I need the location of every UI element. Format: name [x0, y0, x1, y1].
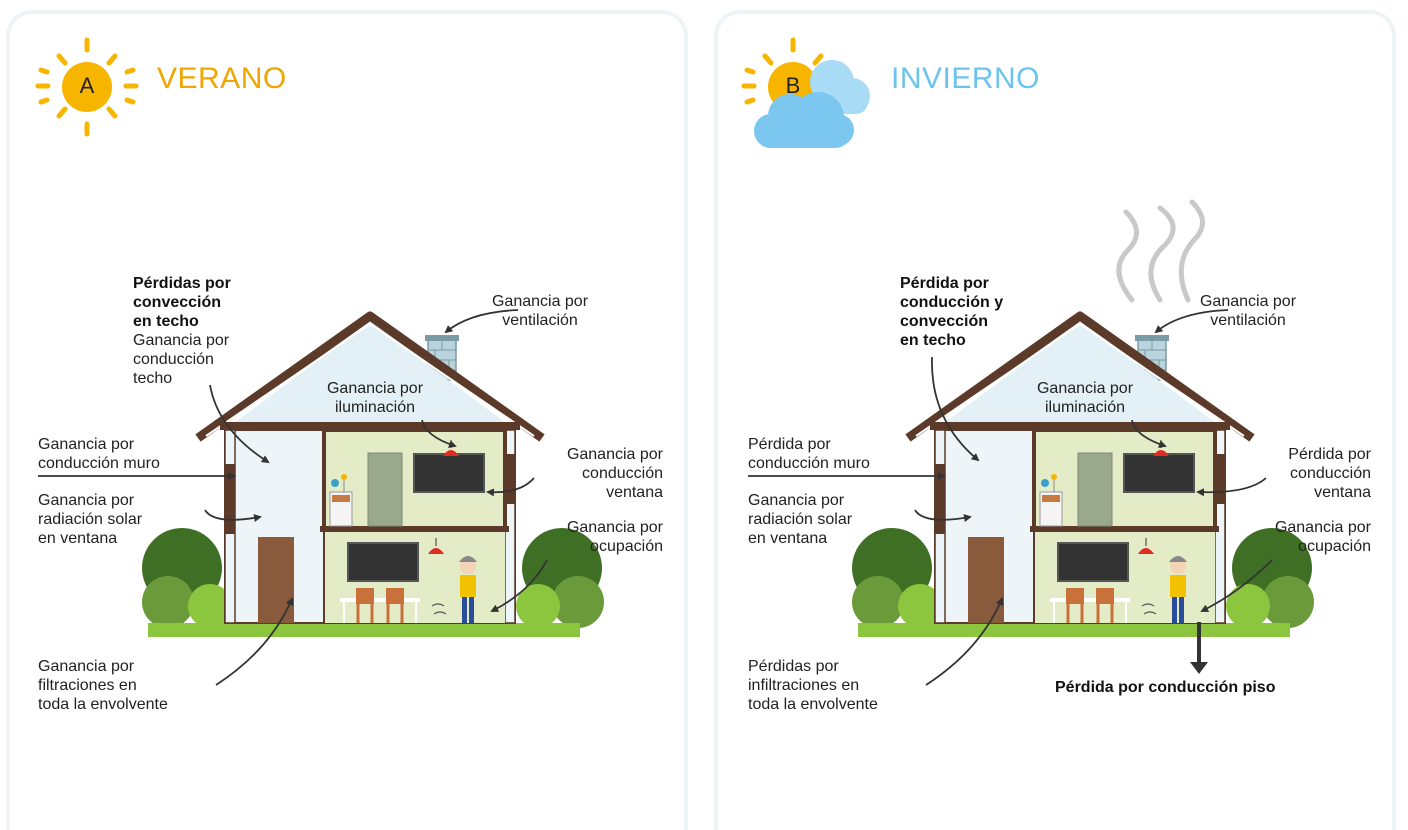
summer-window-conduction-label: Ganancia por conducción ventana [566, 446, 663, 501]
summer-roof-convection-label: Pérdidas por convección en techo [133, 275, 231, 330]
summer-sun-icon [35, 37, 139, 137]
winter-ventilation-label: Ganancia por ventilación [1199, 293, 1297, 329]
summer-infiltration-label: Ganancia por filtraciones en toda la env… [38, 658, 168, 713]
badge-a: A [79, 73, 95, 98]
winter-title: INVIERNO [891, 62, 1041, 95]
winter-sun-cloud-icon [741, 37, 870, 148]
summer-title: VERANO [157, 62, 287, 95]
winter-roof-label: Pérdida por conducción y convección en t… [900, 275, 1004, 349]
summer-ventilation-label: Ganancia por ventilación [491, 293, 589, 329]
summer-lighting-label: Ganancia por iluminación [326, 380, 424, 416]
summer-solar-label: Ganancia por radiación solar en ventana [38, 492, 143, 547]
winter-infiltration-label: Pérdidas por infiltraciones en toda la e… [748, 658, 878, 713]
winter-floor-label: Pérdida por conducción piso [1055, 679, 1276, 696]
summer-roof-conduction-label: Ganancia por conducción techo [133, 332, 230, 387]
summer-occupancy-label: Ganancia por ocupación [566, 519, 663, 555]
badge-b: B [785, 73, 801, 98]
winter-solar-label: Ganancia por radiación solar en ventana [748, 492, 853, 547]
winter-lighting-label: Ganancia por iluminación [1036, 380, 1134, 416]
winter-occupancy-label: Ganancia por ocupación [1274, 519, 1371, 555]
winter-window-conduction-label: Pérdida por conducción ventana [1288, 446, 1371, 501]
smoke [1116, 199, 1205, 303]
winter-wall-label: Pérdida por conducción muro [748, 436, 870, 472]
summer-wall-label: Ganancia por conducción muro [38, 436, 160, 472]
